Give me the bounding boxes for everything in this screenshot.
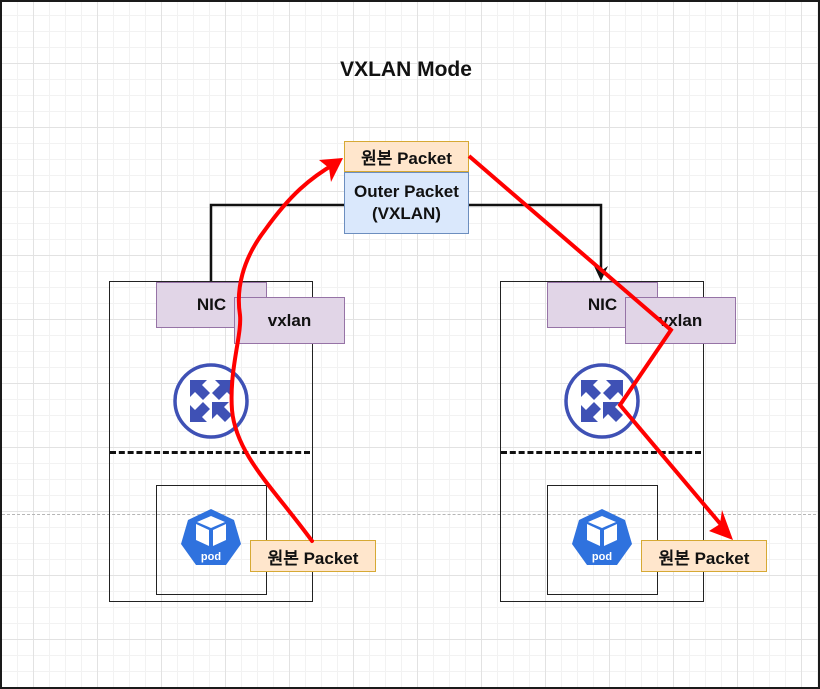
diagram-title: VXLAN Mode [340, 58, 472, 81]
pod-label-right: pod [592, 551, 612, 563]
vxlan-left[interactable]: vxlan [234, 297, 345, 344]
pod-icon-left: pod [181, 509, 241, 565]
pod-icon-right: pod [572, 509, 632, 565]
router-icon [564, 363, 640, 439]
inner-packet-header[interactable]: 원본 Packet [344, 141, 469, 172]
page-break-guide [2, 514, 816, 515]
outer-packet[interactable]: Outer Packet (VXLAN) [344, 172, 469, 234]
outer-packet-line1: Outer Packet [354, 182, 459, 201]
router-icon [173, 363, 249, 439]
pod-label-left: pod [201, 551, 221, 563]
host-left-separator [110, 451, 310, 454]
vxlan-right[interactable]: vxlan [625, 297, 736, 344]
destination-packet[interactable]: 원본 Packet [641, 540, 767, 572]
host-right-separator [501, 451, 701, 454]
outer-packet-line2: (VXLAN) [372, 204, 441, 223]
source-packet[interactable]: 원본 Packet [250, 540, 376, 572]
